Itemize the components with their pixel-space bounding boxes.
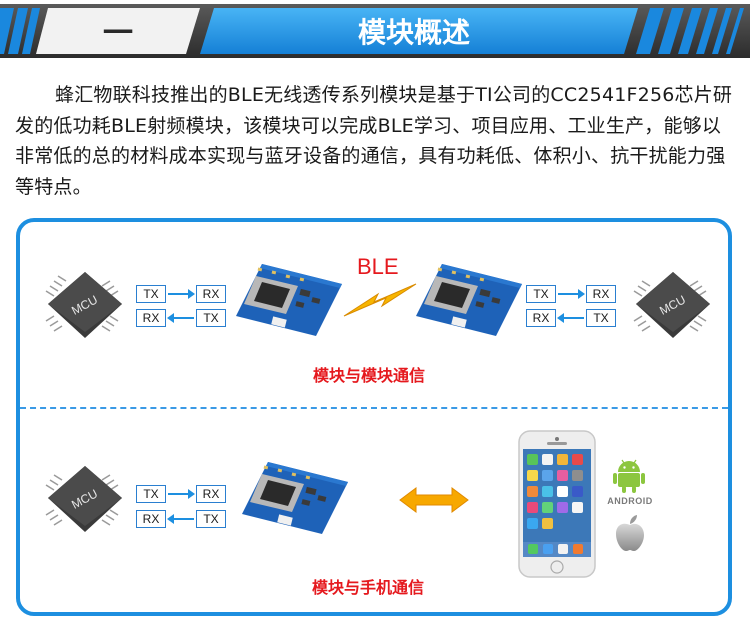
caption-module-to-phone: 模块与手机通信 (312, 578, 425, 597)
tx-box: TX (586, 309, 616, 327)
diagram-frame (16, 218, 732, 616)
tx-box: TX (136, 285, 166, 303)
arrow-left-icon (167, 514, 194, 524)
ble-module-left (236, 264, 342, 336)
apple-icon (616, 515, 644, 551)
section-number: 一 (103, 16, 133, 51)
section-banner: 一 模块概述 (0, 4, 750, 58)
diagram-divider (20, 407, 728, 409)
mcu-chip: MCU (45, 466, 122, 532)
android-label: ANDROID (607, 496, 653, 506)
rx-box: RX (586, 285, 616, 303)
mcu-chip-right: MCU (633, 272, 710, 338)
tx-box: TX (526, 285, 556, 303)
mcu-chip-left: MCU (45, 272, 122, 338)
android-icon (613, 459, 645, 493)
caption-module-to-module: 模块与模块通信 (313, 366, 426, 385)
arrow-left-icon (167, 313, 194, 323)
arrow-right-icon (168, 289, 195, 299)
rx-box: RX (136, 309, 166, 327)
tx-box: TX (196, 309, 226, 327)
rx-box: RX (136, 510, 166, 528)
section-title: 模块概述 (358, 16, 470, 49)
rx-box: RX (196, 485, 226, 503)
smartphone-icon (518, 430, 596, 578)
arrow-right-icon (558, 289, 585, 299)
tx-box: TX (136, 485, 166, 503)
ble-label: BLE (357, 254, 399, 279)
arrow-left-icon (557, 313, 584, 323)
intro-paragraph: 蜂汇物联科技推出的BLE无线透传系列模块是基于TI公司的CC2541F256芯片… (15, 84, 733, 198)
lightning-icon (343, 283, 417, 317)
tx-box: TX (196, 510, 226, 528)
ble-module-right (416, 264, 522, 336)
bidirectional-arrow-icon (399, 487, 469, 513)
rx-box: RX (526, 309, 556, 327)
rx-box: RX (196, 285, 226, 303)
arrow-right-icon (168, 489, 195, 499)
ble-module (242, 462, 348, 534)
